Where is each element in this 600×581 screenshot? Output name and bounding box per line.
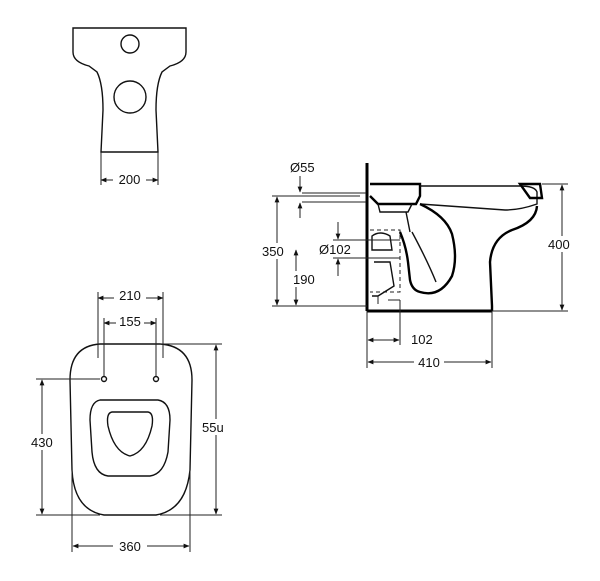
dim-label-55u: 55u: [202, 420, 224, 435]
dim-label-dia55: Ø55: [290, 160, 315, 175]
plan-view: 210 155 430 55u 360: [30, 288, 232, 554]
dim-label-360: 360: [119, 539, 141, 554]
dim-label-200: 200: [119, 172, 141, 187]
dim-label-410: 410: [418, 355, 440, 370]
dim-label-dia102: Ø102: [319, 242, 351, 257]
pan-outline: [69, 343, 193, 516]
outlet-hole: [113, 80, 147, 114]
front-view-outline: [72, 27, 187, 153]
front-view: 200: [72, 27, 187, 187]
dim-label-190: 190: [293, 272, 315, 287]
dim-label-400: 400: [548, 237, 570, 252]
fixing-hole-left: [100, 375, 108, 383]
fixing-hole-right: [152, 375, 160, 383]
bowl-body: [488, 205, 539, 311]
dim-label-210: 210: [119, 288, 141, 303]
dim-label-350: 350: [262, 244, 284, 259]
side-view: Ø55 350 Ø102 190 400 102 410: [262, 160, 577, 370]
dim-label-102: 102: [411, 332, 433, 347]
bowl-opening: [89, 399, 171, 477]
tap-hole-top: [120, 34, 140, 54]
dim-label-155: 155: [119, 314, 141, 329]
dim-label-430: 430: [31, 435, 53, 450]
